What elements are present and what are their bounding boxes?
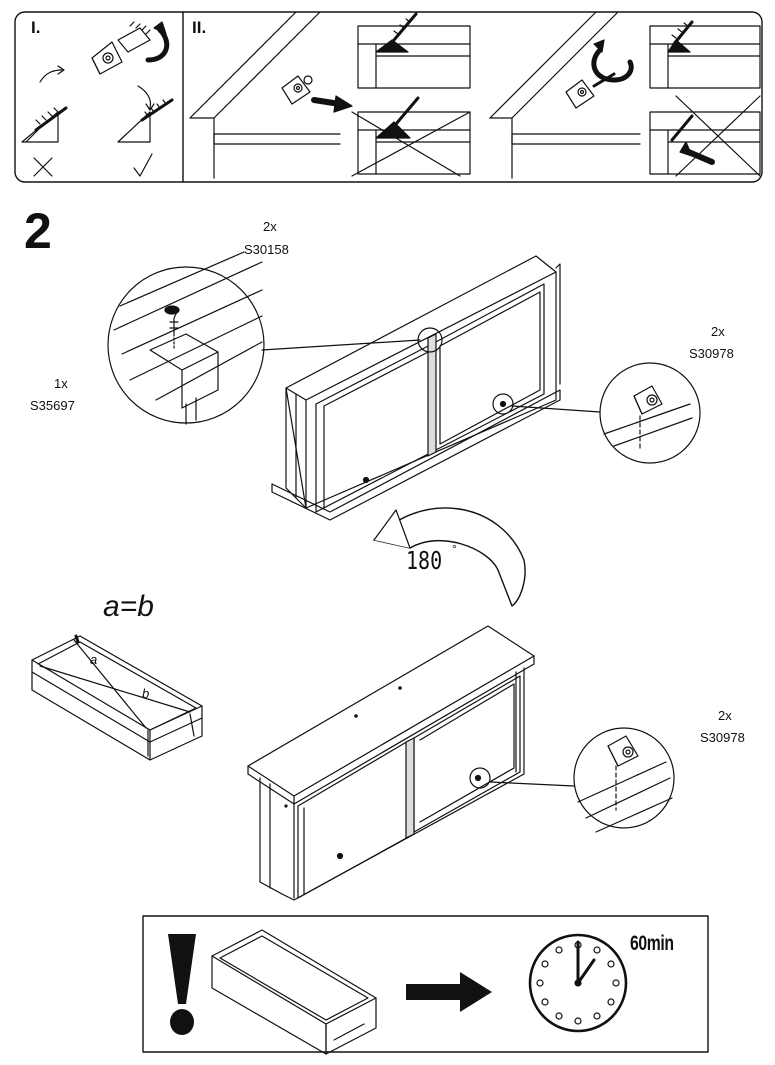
section-two-label: II.	[192, 18, 207, 37]
connector-top-code: S30978	[689, 346, 734, 361]
rotate-arrow-icon	[591, 47, 634, 83]
step-number: 2	[24, 203, 52, 259]
rotation-unit: °	[452, 542, 457, 556]
cross-icon	[675, 95, 761, 177]
bracket-detail	[107, 251, 421, 425]
rotate-arrow-icon	[145, 27, 170, 63]
connector-bottom-code: S30978	[700, 730, 745, 745]
diagonal-label-a: a	[90, 652, 98, 667]
rotation-text: 180	[406, 546, 443, 575]
section-one-drawing	[21, 21, 174, 177]
section-two-right	[489, 11, 761, 179]
clock-icon	[528, 933, 628, 1033]
cross-icon	[33, 157, 53, 177]
diagonal-label-b: b	[142, 686, 150, 701]
drawer-drawing	[211, 929, 377, 1055]
connector-top-qty: 2x	[711, 324, 725, 339]
rotate-arrow-icon	[373, 507, 526, 607]
right-arrow-icon	[406, 972, 492, 1012]
cross-icon	[351, 111, 471, 177]
section-two-left	[189, 11, 471, 179]
top-panel-frame	[14, 11, 763, 183]
time-label: 60min	[630, 932, 674, 955]
exclamation-icon	[168, 934, 196, 1035]
connector-detail-top	[511, 362, 701, 464]
cabinet-upside-down	[271, 255, 561, 521]
diagonal-title: a=b	[103, 590, 154, 623]
screw-top-qty: 2x	[263, 219, 277, 234]
section-one-label: I.	[31, 18, 41, 37]
bracket-code: S35697	[30, 398, 75, 413]
cabinet-upright	[247, 625, 535, 901]
drawer-diagonal-check	[31, 634, 203, 761]
checkmark-icon	[133, 153, 153, 177]
notice-box	[142, 915, 709, 1053]
connector-bottom-qty: 2x	[718, 708, 732, 723]
connector-detail-bottom	[489, 727, 675, 833]
screw-top-code: S30158	[244, 242, 289, 257]
bracket-qty: 1x	[54, 376, 68, 391]
